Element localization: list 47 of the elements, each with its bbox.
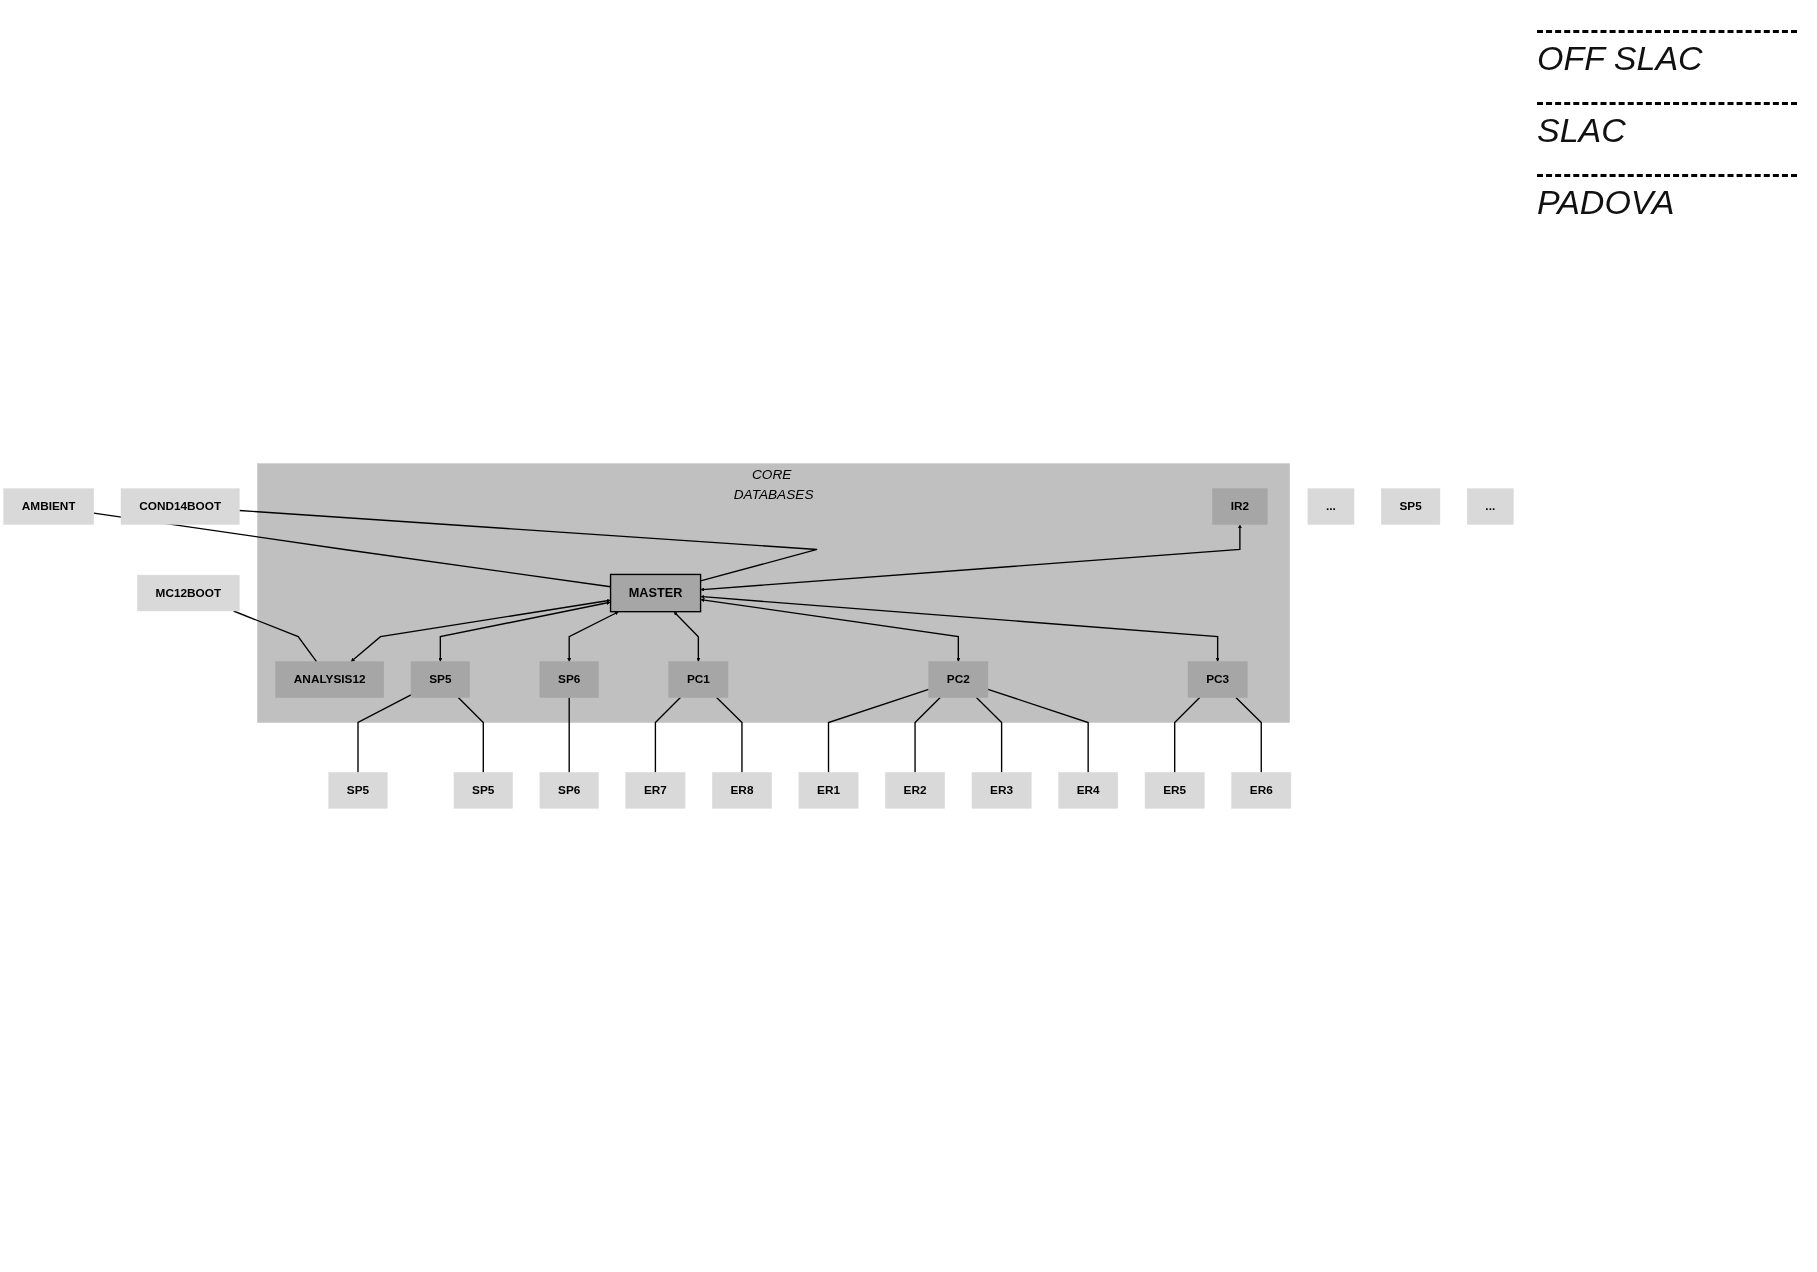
connector [1235,696,1262,774]
node-box: COND14BOOT [120,488,240,525]
node-box: AMBIENT [3,488,94,525]
node-box: ER5 [1144,772,1205,809]
node-box: SP5 [410,661,470,698]
node-box: SP5 [1381,488,1441,525]
node-box: IR2 [1212,488,1268,525]
arrow [700,598,961,662]
connector [1174,696,1201,774]
node-box: ... [1307,488,1355,525]
connector [827,688,930,774]
node-box: SP6 [539,661,599,698]
node-box: ER4 [1058,772,1119,809]
arrow [700,524,1242,592]
connector [357,694,412,774]
node-box: ER1 [798,772,859,809]
node-box: MC12BOOT [137,574,240,612]
connector [975,696,1003,774]
connector [238,509,818,582]
connector [987,688,1089,774]
node-box: ER6 [1231,772,1292,809]
arrow [673,611,701,662]
node-box: PC2 [928,661,989,698]
node-box: SP5 [328,772,388,809]
node-box: PC1 [668,661,729,698]
region-label: OFF SLAC [1537,30,1797,78]
node-box: ER3 [971,772,1032,809]
node-box: ER8 [712,772,772,809]
connector [457,696,484,774]
arrow [700,594,1220,662]
region-label: SLAC [1537,102,1797,150]
connector [568,696,570,774]
node-box: SP5 [453,772,513,809]
node-box: ... [1466,488,1514,525]
node-box: ER7 [625,772,686,809]
node-box: ER2 [885,772,945,809]
node-box: ANALYSIS12 [275,661,384,698]
arrow [350,598,611,662]
region-label: PADOVA [1537,174,1797,222]
node-box: PC3 [1187,661,1248,698]
connector [715,696,743,774]
node-box: SP6 [539,772,599,809]
arrow [438,601,611,662]
arrow [567,611,619,662]
node-box: MASTER [609,573,702,613]
connector [914,696,941,774]
connector [654,696,682,774]
